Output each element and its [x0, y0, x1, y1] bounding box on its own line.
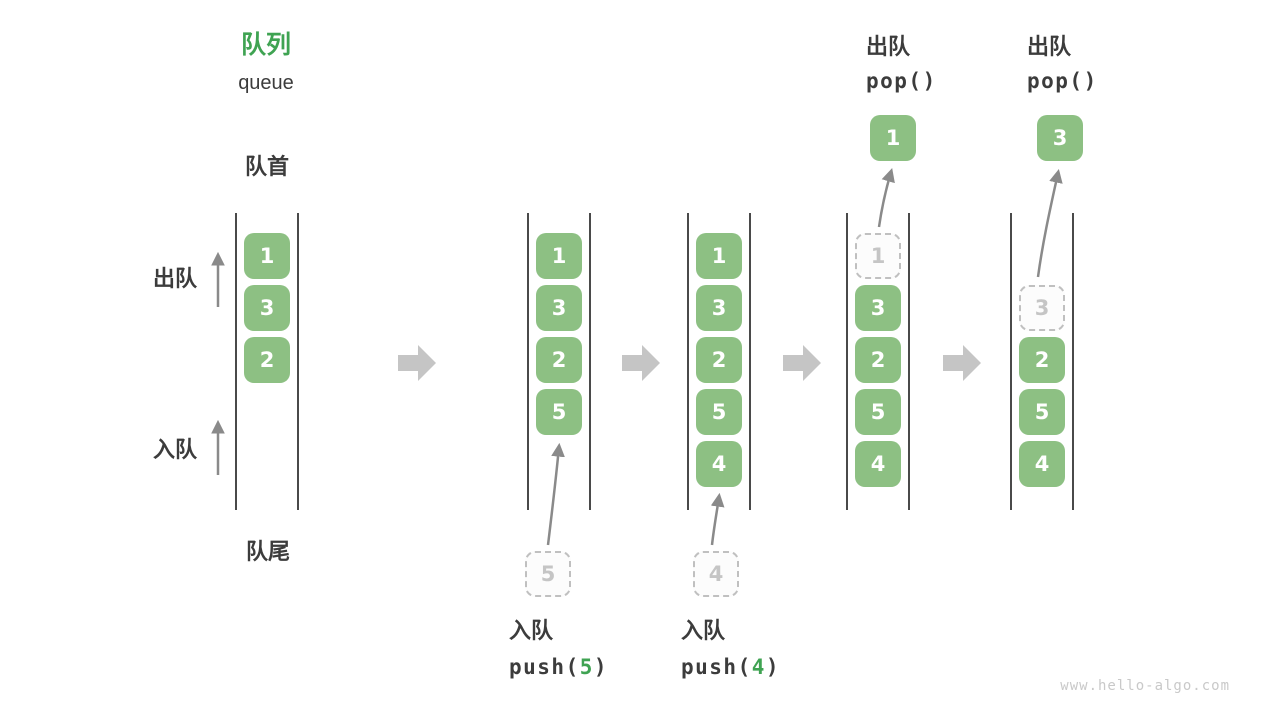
- queue-item: 1: [696, 233, 742, 279]
- queue-wall: [846, 213, 848, 510]
- queue-wall: [687, 213, 689, 510]
- dequeue-op-code: pop(): [1027, 69, 1098, 93]
- code-arg: 5: [579, 655, 594, 679]
- queue-item: 5: [1019, 389, 1065, 435]
- queue-item: 5: [536, 389, 582, 435]
- page-title: 队列: [240, 31, 292, 59]
- code-prefix: push(: [509, 655, 580, 679]
- queue-item: 3: [244, 285, 290, 331]
- queue-item: 3: [536, 285, 582, 331]
- dequeue-op-label: 出队: [1027, 34, 1072, 59]
- page-subtitle: queue: [238, 72, 294, 94]
- pop-arrow: [877, 168, 895, 228]
- queue-item-removed: 3: [1019, 285, 1065, 331]
- queue-item-popped: 1: [870, 115, 916, 161]
- queue-item: 2: [536, 337, 582, 383]
- queue-item: 2: [244, 337, 290, 383]
- code-prefix: push(: [681, 655, 752, 679]
- queue-item-staged: 5: [525, 551, 571, 597]
- queue-item: 4: [855, 441, 901, 487]
- code-arg: 4: [751, 655, 766, 679]
- queue-item: 2: [696, 337, 742, 383]
- queue-item: 3: [855, 285, 901, 331]
- queue-item: 1: [244, 233, 290, 279]
- queue-wall: [749, 213, 751, 510]
- push-arrow: [710, 492, 725, 546]
- queue-wall: [1072, 213, 1074, 510]
- next-state-arrow: [943, 345, 981, 381]
- queue-wall: [908, 213, 910, 510]
- queue-item: 4: [1019, 441, 1065, 487]
- queue-wall: [297, 213, 299, 510]
- dequeue-op-label: 出队: [866, 34, 911, 59]
- queue-item: 5: [696, 389, 742, 435]
- code-suffix: ): [593, 655, 609, 679]
- next-state-arrow: [398, 345, 436, 381]
- queue-item: 1: [536, 233, 582, 279]
- enqueue-op-label: 入队: [509, 618, 554, 643]
- enqueue-op-code: push(5): [509, 655, 608, 679]
- queue-item: 2: [855, 337, 901, 383]
- code-prefix: pop(): [866, 69, 937, 93]
- queue-item: 5: [855, 389, 901, 435]
- enqueue-op-code: push(4): [681, 655, 780, 679]
- queue-wall: [527, 213, 529, 510]
- queue-wall: [589, 213, 591, 510]
- queue-rear-label: 队尾: [245, 539, 291, 564]
- queue-item-popped: 3: [1037, 115, 1083, 161]
- queue-item: 2: [1019, 337, 1065, 383]
- next-state-arrow: [622, 345, 660, 381]
- queue-wall: [1010, 213, 1012, 510]
- queue-item-removed: 1: [855, 233, 901, 279]
- watermark: www.hello-algo.com: [1060, 678, 1230, 694]
- enqueue-op-label: 入队: [681, 618, 726, 643]
- push-arrow: [546, 442, 565, 546]
- queue-item: 4: [696, 441, 742, 487]
- code-prefix: pop(): [1027, 69, 1098, 93]
- code-suffix: ): [765, 655, 781, 679]
- pop-arrow: [1036, 168, 1063, 278]
- enqueue-side-label: 入队: [153, 437, 198, 462]
- queue-front-label: 队首: [244, 154, 290, 179]
- dequeue-op-code: pop(): [866, 69, 937, 93]
- queue-item-staged: 4: [693, 551, 739, 597]
- dequeue-side-label: 出队: [153, 266, 198, 291]
- queue-wall: [235, 213, 237, 510]
- queue-item: 3: [696, 285, 742, 331]
- next-state-arrow: [783, 345, 821, 381]
